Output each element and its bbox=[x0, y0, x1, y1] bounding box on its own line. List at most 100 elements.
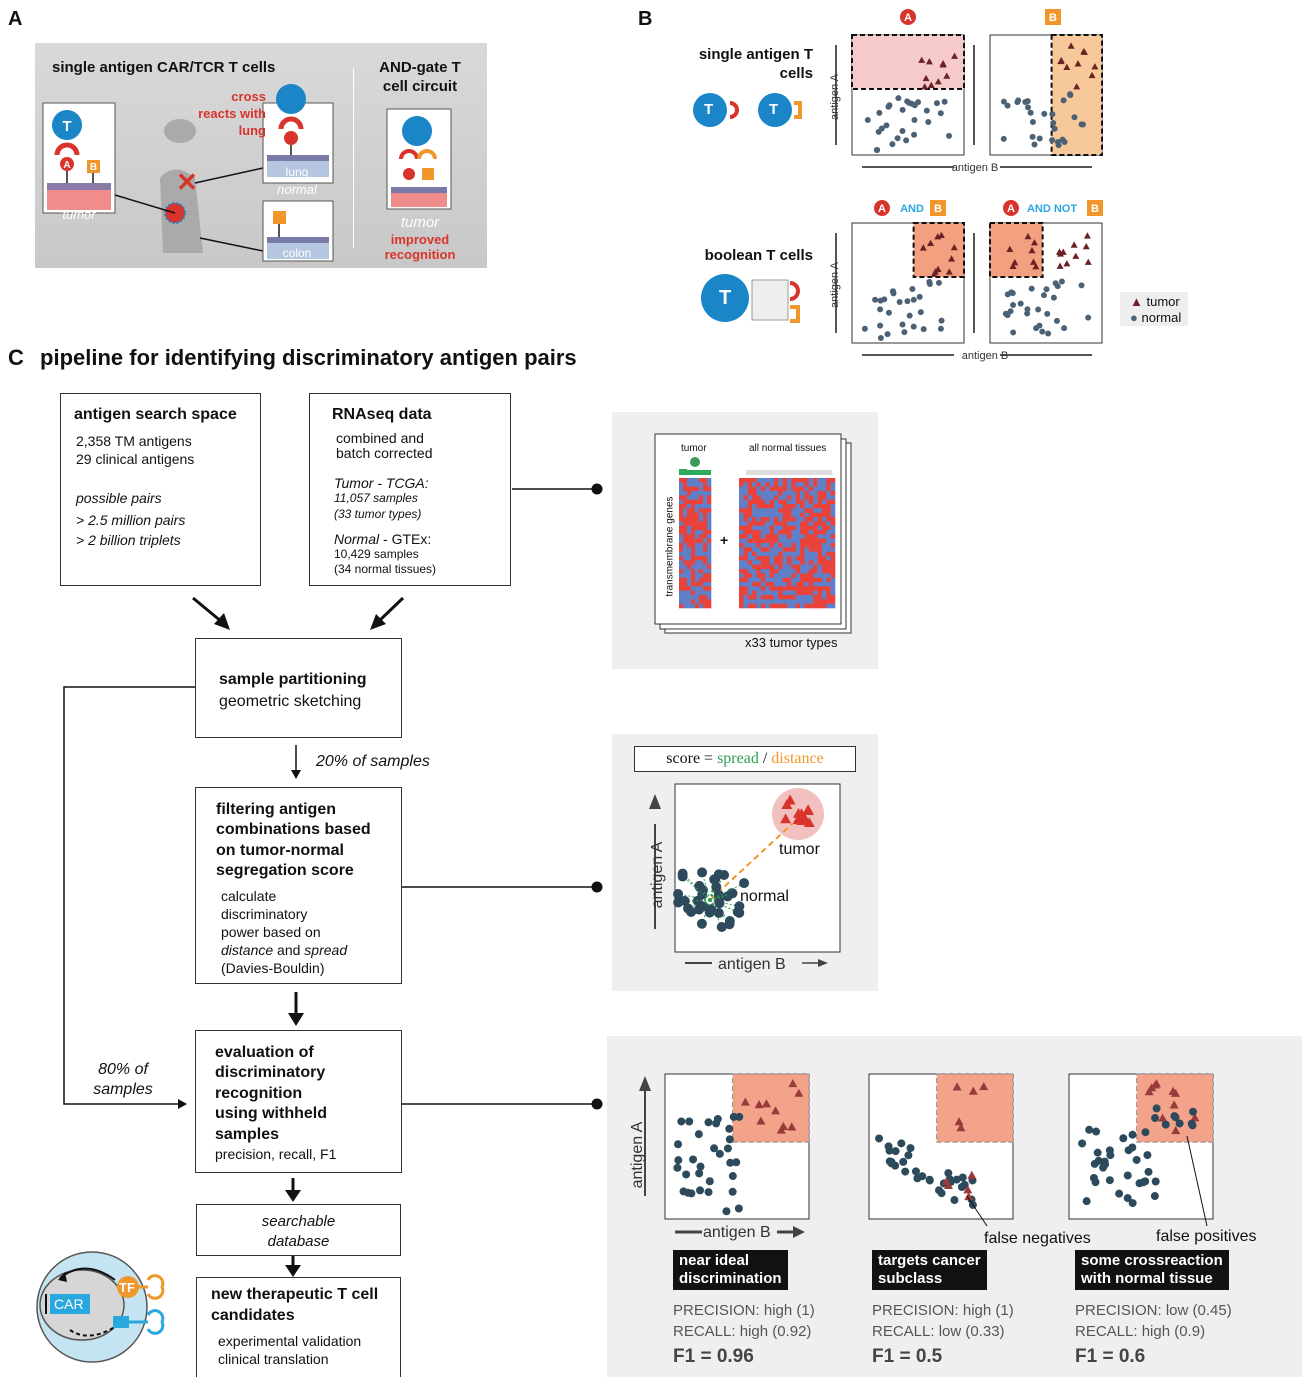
heatmap-cell bbox=[787, 534, 792, 539]
heatmap-cell bbox=[791, 538, 797, 544]
eval-tumor-marker bbox=[943, 1180, 953, 1190]
heatmap-cell bbox=[817, 560, 823, 565]
heatmap-cell bbox=[817, 517, 823, 522]
heatmap-cell bbox=[699, 543, 704, 548]
heatmap-cell bbox=[800, 530, 805, 535]
eval-normal-dot bbox=[1082, 1197, 1091, 1206]
b-tumor-marker bbox=[1067, 42, 1075, 49]
b-normal-dot bbox=[911, 117, 918, 124]
eval-normal-dot bbox=[694, 1130, 703, 1139]
heatmap-cell bbox=[808, 551, 814, 557]
heatmap-cell bbox=[769, 508, 775, 513]
heatmap-cell bbox=[821, 538, 827, 544]
heatmap-cell bbox=[695, 508, 700, 513]
score-normal-label: normal bbox=[740, 888, 789, 905]
heatmap-cell bbox=[683, 521, 688, 526]
b-tumor-marker bbox=[925, 58, 933, 65]
heatmap-cell bbox=[679, 573, 684, 578]
heatmap-cell bbox=[795, 482, 801, 487]
score-plot bbox=[649, 783, 841, 967]
heatmap-cell bbox=[769, 504, 775, 509]
heatmap-cell bbox=[756, 543, 762, 548]
eval-tumor-marker bbox=[1171, 1126, 1181, 1135]
heatmap-cell bbox=[826, 560, 831, 565]
heatmap-cell bbox=[782, 582, 788, 587]
eval-normal-dot bbox=[728, 1172, 737, 1181]
heatmap-cell bbox=[752, 543, 757, 548]
b-normal-dot bbox=[894, 135, 901, 142]
heatmap-cell bbox=[778, 512, 783, 518]
eval-tumor-marker bbox=[740, 1097, 750, 1106]
heatmap-cell bbox=[791, 530, 797, 535]
b-tumor-marker bbox=[945, 268, 953, 275]
heatmap-cell bbox=[699, 538, 704, 544]
heatmap-cell bbox=[791, 491, 797, 496]
eval-axis-b: antigen B bbox=[703, 1224, 771, 1241]
b-normal-dot bbox=[889, 141, 896, 148]
heatmap-cell bbox=[769, 512, 775, 518]
heatmap-cell bbox=[679, 599, 684, 604]
heatmap-cell bbox=[707, 590, 712, 596]
heatmap-cell bbox=[695, 564, 700, 570]
b-axis-b-label: antigen B bbox=[952, 162, 998, 174]
heatmap-cell bbox=[695, 556, 700, 561]
heatmap-cell bbox=[778, 599, 783, 604]
heatmap-cell bbox=[791, 556, 797, 561]
b-normal-dot bbox=[1040, 292, 1047, 299]
heatmap-cell bbox=[769, 560, 775, 565]
heatmap-cell bbox=[679, 582, 684, 587]
heatmap-cell bbox=[707, 499, 712, 505]
heatmap-cell bbox=[769, 486, 775, 492]
heatmap-cell bbox=[707, 478, 712, 483]
eval-normal-dot bbox=[729, 1112, 738, 1121]
eval-tumor-marker bbox=[1151, 1079, 1161, 1088]
eval-normal-dot bbox=[704, 1118, 713, 1127]
heatmap-cell bbox=[683, 478, 688, 483]
b-tumor-marker bbox=[921, 83, 929, 90]
heatmap-cell bbox=[817, 478, 823, 483]
heatmap-cell bbox=[804, 551, 810, 557]
heatmap-cell bbox=[830, 590, 836, 596]
heatmap-cell bbox=[743, 517, 749, 522]
eval-tumor-marker bbox=[952, 1082, 962, 1091]
eval-normal-dot bbox=[925, 1175, 934, 1184]
spread-line bbox=[677, 893, 711, 901]
badge-b-text: B bbox=[1049, 12, 1057, 24]
heatmap-cell bbox=[782, 595, 788, 600]
heatmap-cell bbox=[773, 517, 779, 522]
heatmap-cell bbox=[821, 499, 827, 505]
b-tumor-marker bbox=[927, 239, 935, 247]
b-normal-dot bbox=[885, 309, 892, 316]
heatmap-cell bbox=[821, 486, 827, 492]
heatmap-cell bbox=[808, 556, 814, 561]
heatmap-cell bbox=[683, 569, 688, 574]
heatmap-cell bbox=[804, 521, 810, 526]
heatmap-cell bbox=[782, 564, 788, 570]
heatmap-cell bbox=[830, 564, 836, 570]
heatmap-cell bbox=[821, 491, 827, 496]
heatmap-cell bbox=[752, 491, 757, 496]
heatmap-cell bbox=[695, 534, 700, 539]
heatmap-cell bbox=[813, 556, 818, 561]
heatmap-cell bbox=[765, 499, 770, 505]
heatmap-cell bbox=[707, 556, 712, 561]
heatmap-cell bbox=[747, 573, 753, 578]
heatmap-cell bbox=[813, 478, 818, 483]
heatmap-cell bbox=[813, 504, 818, 509]
heatmap-cell bbox=[800, 534, 805, 539]
heatmap-cell bbox=[787, 595, 792, 600]
heatmap-cell bbox=[699, 595, 704, 600]
score-normal-dot bbox=[696, 918, 707, 929]
heatmap-cell bbox=[791, 560, 797, 565]
panel-a-andgate-title: AND-gate T cell circuit bbox=[365, 58, 475, 96]
lung-label: lung bbox=[286, 165, 309, 179]
heatmap-cell bbox=[743, 590, 749, 596]
heatmap-cell bbox=[691, 512, 696, 518]
heatmap-cell bbox=[791, 599, 797, 604]
heatmap-cell bbox=[769, 478, 775, 483]
heatmap-cell bbox=[699, 569, 704, 574]
svg-text:✕: ✕ bbox=[176, 167, 198, 197]
b-normal-dot bbox=[1051, 125, 1058, 132]
eval-tumor-marker bbox=[963, 1185, 973, 1194]
